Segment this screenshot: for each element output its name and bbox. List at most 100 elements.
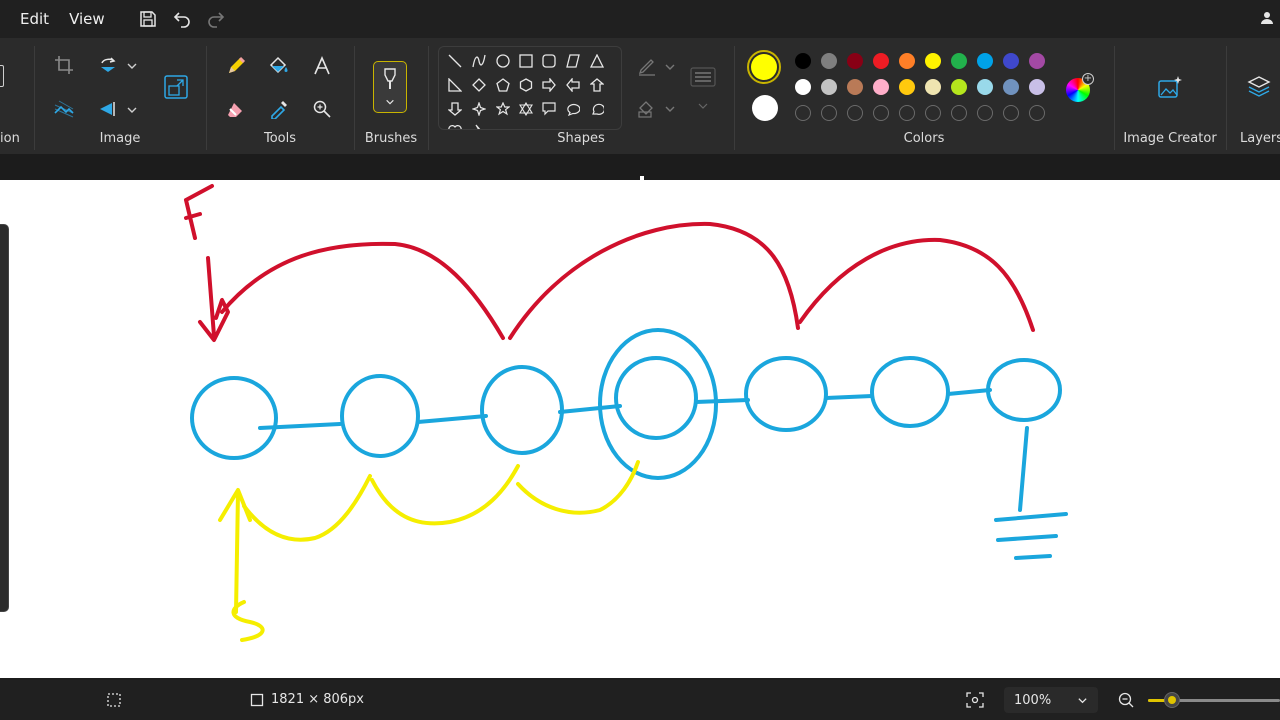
- stroke-size-button[interactable]: [688, 62, 718, 92]
- shape-callout-oval[interactable]: [563, 99, 583, 119]
- palette-swatch[interactable]: [847, 79, 863, 95]
- eraser-button[interactable]: [221, 94, 251, 124]
- custom-color-slot[interactable]: [951, 105, 967, 121]
- shape-lightning[interactable]: [469, 121, 489, 129]
- shape-star-six[interactable]: [516, 99, 536, 119]
- side-panel-edge[interactable]: [0, 224, 9, 612]
- custom-color-slot[interactable]: [1029, 105, 1045, 121]
- red-arc-3: [798, 237, 1035, 332]
- zoom-out-icon[interactable]: [1118, 692, 1134, 708]
- palette-swatch[interactable]: [1003, 53, 1019, 69]
- custom-color-slot[interactable]: [847, 105, 863, 121]
- shape-pentagon[interactable]: [493, 75, 513, 95]
- shape-arrow-up[interactable]: [587, 75, 607, 95]
- rotate-button[interactable]: [93, 50, 123, 80]
- shape-hexagon[interactable]: [516, 75, 536, 95]
- palette-swatch[interactable]: [1029, 53, 1045, 69]
- chevron-down-icon[interactable]: [126, 60, 138, 72]
- custom-color-slot[interactable]: [795, 105, 811, 121]
- menu-view[interactable]: View: [69, 10, 105, 28]
- fill-button[interactable]: [264, 51, 294, 81]
- palette-swatch[interactable]: [847, 53, 863, 69]
- palette-swatch[interactable]: [977, 53, 993, 69]
- profile-icon[interactable]: [1260, 10, 1274, 24]
- secondary-color[interactable]: [752, 95, 778, 121]
- undo-button[interactable]: [165, 4, 199, 34]
- zoom-slider-thumb[interactable]: [1163, 692, 1180, 708]
- fit-icon[interactable]: [966, 692, 984, 708]
- custom-color-slot[interactable]: [899, 105, 915, 121]
- save-button[interactable]: [131, 4, 165, 34]
- palette-swatch[interactable]: [1029, 79, 1045, 95]
- rotate-icon: [101, 57, 116, 72]
- palette-swatch[interactable]: [977, 79, 993, 95]
- chevron-down-icon[interactable]: [126, 104, 138, 116]
- shape-polygon[interactable]: [563, 51, 583, 71]
- select-icon[interactable]: [0, 65, 4, 87]
- shape-rounded-rectangle[interactable]: [539, 51, 559, 71]
- palette-swatch[interactable]: [899, 53, 915, 69]
- selection-group: ion: [0, 38, 34, 154]
- shape-callout-rect[interactable]: [539, 99, 559, 119]
- palette-swatch[interactable]: [925, 79, 941, 95]
- chevron-down-icon[interactable]: [664, 103, 676, 115]
- zoom-select[interactable]: 100%: [1004, 687, 1098, 713]
- palette-swatch[interactable]: [925, 53, 941, 69]
- custom-color-slot[interactable]: [1003, 105, 1019, 121]
- drawing-canvas[interactable]: [0, 180, 1280, 678]
- palette-swatch[interactable]: [873, 79, 889, 95]
- palette-swatch[interactable]: [821, 79, 837, 95]
- shape-right-triangle[interactable]: [445, 75, 465, 95]
- shape-arrow-left[interactable]: [563, 75, 583, 95]
- palette-swatch[interactable]: [795, 79, 811, 95]
- ribbon-separator: [1114, 46, 1115, 150]
- layers-group[interactable]: Layers: [1226, 38, 1280, 154]
- shape-diamond[interactable]: [469, 75, 489, 95]
- callout-oval-icon: [567, 103, 580, 116]
- shape-star-five[interactable]: [493, 99, 513, 119]
- brush-button[interactable]: [373, 61, 407, 113]
- primary-color[interactable]: [747, 50, 781, 84]
- crop-button[interactable]: [49, 50, 79, 80]
- redo-button[interactable]: [199, 4, 233, 34]
- shape-arrow-down[interactable]: [445, 99, 465, 119]
- flip-button[interactable]: [93, 94, 123, 124]
- shape-arrow-right[interactable]: [539, 75, 559, 95]
- text-button[interactable]: [307, 51, 337, 81]
- palette-swatch[interactable]: [821, 53, 837, 69]
- shape-heart[interactable]: [445, 121, 465, 129]
- shape-callout-cloud[interactable]: [587, 99, 607, 119]
- chevron-down-icon[interactable]: [664, 61, 676, 73]
- fill-style-button[interactable]: [632, 94, 662, 124]
- custom-color-slot[interactable]: [821, 105, 837, 121]
- menu-edit[interactable]: Edit: [20, 10, 50, 28]
- custom-color-slot[interactable]: [977, 105, 993, 121]
- magnifier-button[interactable]: [307, 94, 337, 124]
- chevron-down-icon[interactable]: [697, 100, 709, 112]
- outline-button[interactable]: [632, 52, 662, 82]
- palette-swatch[interactable]: [1003, 79, 1019, 95]
- image-creator-group[interactable]: Image Creator: [1114, 38, 1226, 154]
- shape-line[interactable]: [445, 51, 465, 71]
- resize-button[interactable]: [161, 72, 191, 102]
- shape-oval[interactable]: [493, 51, 513, 71]
- palette-swatch[interactable]: [795, 53, 811, 69]
- shape-star-four[interactable]: [469, 99, 489, 119]
- ribbon-separator: [354, 46, 355, 150]
- arrow-down-icon: [448, 102, 462, 116]
- shape-curve[interactable]: [469, 51, 489, 71]
- remove-background-button[interactable]: [49, 94, 79, 124]
- palette-swatch[interactable]: [899, 79, 915, 95]
- palette-swatch[interactable]: [873, 53, 889, 69]
- canvas-resize-handle[interactable]: [640, 176, 644, 180]
- zoom-slider-track[interactable]: [1148, 699, 1280, 702]
- shape-rectangle[interactable]: [516, 51, 536, 71]
- custom-color-slot[interactable]: [925, 105, 941, 121]
- color-picker-button[interactable]: [264, 94, 294, 124]
- custom-color-slot[interactable]: [873, 105, 889, 121]
- shape-triangle[interactable]: [587, 51, 607, 71]
- pencil-button[interactable]: [221, 51, 251, 81]
- select-icon[interactable]: [107, 693, 121, 707]
- palette-swatch[interactable]: [951, 79, 967, 95]
- palette-swatch[interactable]: [951, 53, 967, 69]
